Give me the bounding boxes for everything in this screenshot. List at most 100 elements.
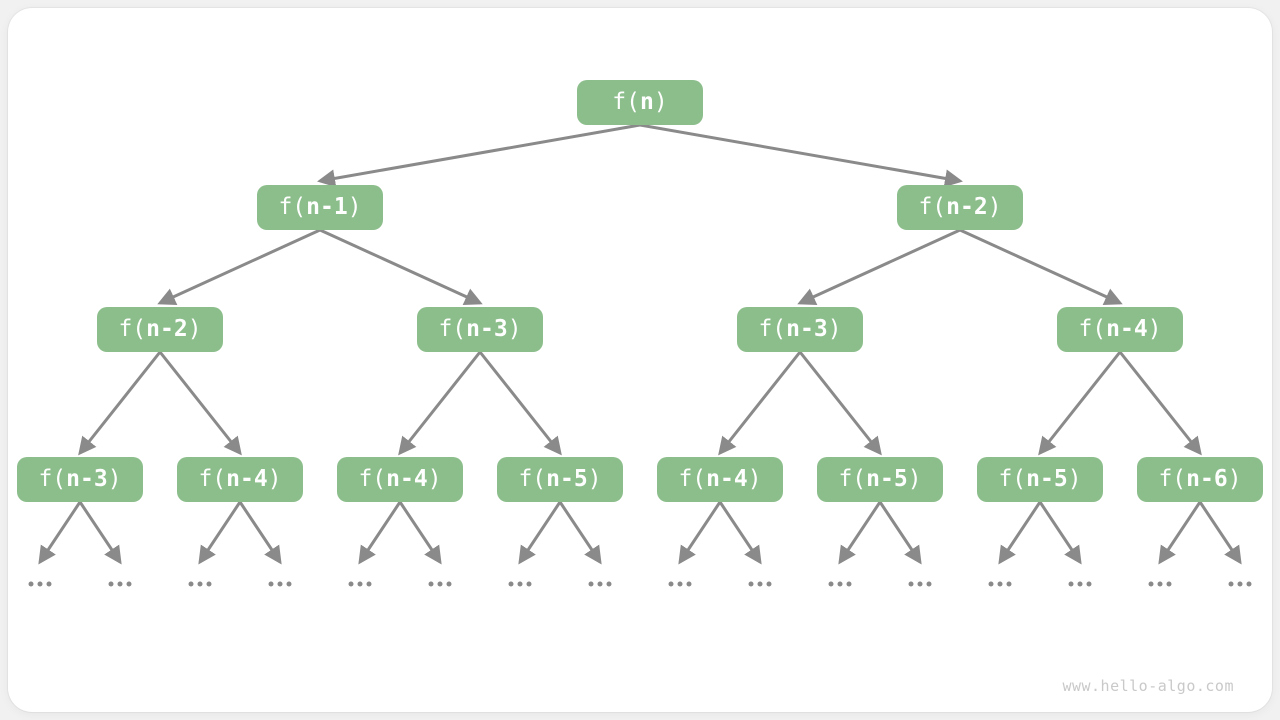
tree-node: f(n-3)	[417, 307, 543, 352]
tree-node: f(n-4)	[1057, 307, 1183, 352]
ellipsis-leaf	[28, 581, 52, 587]
node-label-argument: n-2	[946, 194, 988, 220]
node-label-prefix: f(	[612, 89, 640, 115]
node-label-prefix: f(	[838, 466, 867, 492]
dot-icon	[757, 581, 763, 587]
dot-icon	[357, 581, 363, 587]
node-label-argument: n-5	[866, 466, 908, 492]
dot-icon	[268, 581, 274, 587]
ellipsis-leaf	[428, 581, 452, 587]
ellipsis-leaf	[748, 581, 772, 587]
dot-icon	[37, 581, 43, 587]
ellipsis-leaf	[668, 581, 692, 587]
node-label-prefix: f(	[38, 466, 67, 492]
dot-icon	[526, 581, 532, 587]
node-label-argument: n-5	[546, 466, 588, 492]
node-label-prefix: f(	[118, 316, 147, 342]
dot-icon	[686, 581, 692, 587]
node-label-suffix: )	[587, 466, 602, 492]
node-label-argument: n-3	[786, 316, 828, 342]
node-label-suffix: )	[1227, 466, 1242, 492]
dot-icon	[188, 581, 194, 587]
tree-node: f(n)	[577, 80, 703, 125]
node-label-argument: n-3	[466, 316, 508, 342]
dot-icon	[908, 581, 914, 587]
node-label-prefix: f(	[1078, 316, 1107, 342]
dot-icon	[206, 581, 212, 587]
node-label-argument: n-5	[1026, 466, 1068, 492]
ellipsis-leaf	[588, 581, 612, 587]
dot-icon	[446, 581, 452, 587]
tree-node: f(n-3)	[17, 457, 143, 502]
dot-icon	[1148, 581, 1154, 587]
node-label-suffix: )	[1067, 466, 1082, 492]
dot-icon	[1228, 581, 1234, 587]
ellipsis-leaf	[1228, 581, 1252, 587]
node-label-argument: n-1	[306, 194, 348, 220]
node-label-argument: n-4	[226, 466, 268, 492]
ellipsis-leaf	[508, 581, 532, 587]
dot-icon	[1068, 581, 1074, 587]
ellipsis-leaf	[828, 581, 852, 587]
node-label-suffix: )	[827, 316, 842, 342]
tree-node: f(n-5)	[817, 457, 943, 502]
ellipsis-leaf	[268, 581, 292, 587]
dot-icon	[597, 581, 603, 587]
node-label-argument: n-3	[66, 466, 108, 492]
node-label-prefix: f(	[518, 466, 547, 492]
tree-node: f(n-5)	[497, 457, 623, 502]
node-label-suffix: )	[907, 466, 922, 492]
node-label-suffix: )	[107, 466, 122, 492]
dot-icon	[508, 581, 514, 587]
node-label-prefix: f(	[198, 466, 227, 492]
dot-icon	[846, 581, 852, 587]
ellipsis-leaf	[348, 581, 372, 587]
node-label-argument: n-2	[146, 316, 188, 342]
dot-icon	[28, 581, 34, 587]
node-label-prefix: f(	[278, 194, 307, 220]
node-label-suffix: )	[347, 194, 362, 220]
node-label-suffix: )	[507, 316, 522, 342]
node-label-prefix: f(	[998, 466, 1027, 492]
dot-icon	[286, 581, 292, 587]
dot-icon	[108, 581, 114, 587]
dot-icon	[277, 581, 283, 587]
node-label-suffix: )	[427, 466, 442, 492]
dot-icon	[606, 581, 612, 587]
dot-icon	[197, 581, 203, 587]
node-label-prefix: f(	[758, 316, 787, 342]
tree-node: f(n-3)	[737, 307, 863, 352]
node-label-argument: n-4	[386, 466, 428, 492]
tree-node: f(n-4)	[177, 457, 303, 502]
dot-icon	[1006, 581, 1012, 587]
node-label-suffix: )	[1147, 316, 1162, 342]
dot-icon	[437, 581, 443, 587]
node-label-suffix: )	[267, 466, 282, 492]
node-label-suffix: )	[747, 466, 762, 492]
dot-icon	[926, 581, 932, 587]
node-label-prefix: f(	[918, 194, 947, 220]
ellipsis-leaf	[1148, 581, 1172, 587]
ellipsis-leaf	[988, 581, 1012, 587]
node-label-suffix: )	[987, 194, 1002, 220]
dot-icon	[1237, 581, 1243, 587]
node-label-prefix: f(	[678, 466, 707, 492]
dot-icon	[366, 581, 372, 587]
tree-node: f(n-5)	[977, 457, 1103, 502]
node-label-prefix: f(	[438, 316, 467, 342]
watermark: www.hello-algo.com	[1062, 677, 1234, 695]
ellipsis-leaf	[908, 581, 932, 587]
dot-icon	[428, 581, 434, 587]
node-label-suffix: )	[187, 316, 202, 342]
tree-node: f(n-6)	[1137, 457, 1263, 502]
dot-icon	[837, 581, 843, 587]
dot-icon	[46, 581, 52, 587]
dot-icon	[997, 581, 1003, 587]
dot-icon	[1166, 581, 1172, 587]
dot-icon	[1086, 581, 1092, 587]
ellipsis-leaf	[188, 581, 212, 587]
dot-icon	[748, 581, 754, 587]
node-label-prefix: f(	[358, 466, 387, 492]
dot-icon	[517, 581, 523, 587]
